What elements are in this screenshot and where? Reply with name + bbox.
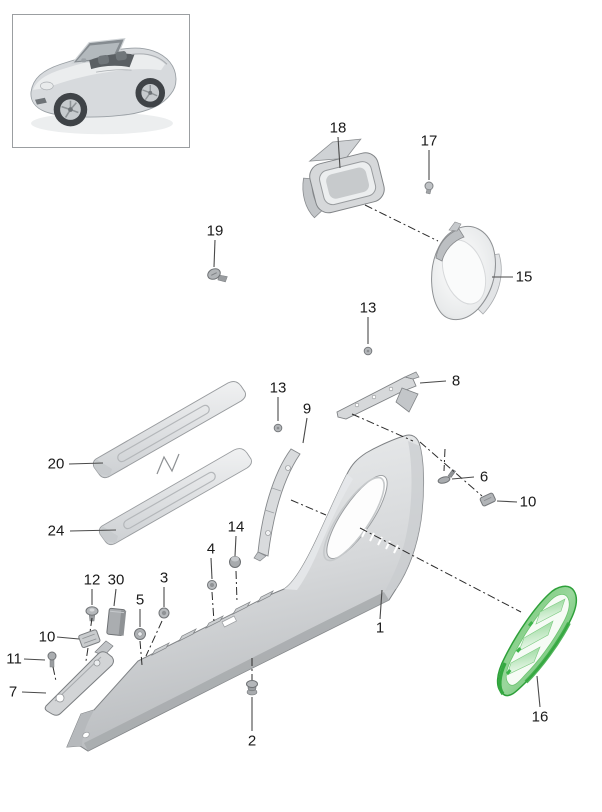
callout-3[interactable]: 3 — [159, 569, 169, 587]
callout-6[interactable]: 6 — [479, 468, 489, 486]
part-6-screw[interactable] — [436, 469, 458, 485]
callout-14[interactable]: 14 — [227, 518, 245, 536]
callout-13[interactable]: 13 — [269, 379, 287, 397]
part-11-screw[interactable] — [47, 651, 57, 668]
part-13-clip-lower[interactable] — [273, 423, 283, 433]
callout-17[interactable]: 17 — [420, 132, 438, 150]
part-15-air-scoop[interactable] — [431, 221, 502, 321]
part-19-screw[interactable] — [206, 265, 229, 288]
callout-1[interactable]: 1 — [375, 619, 385, 637]
callout-10[interactable]: 10 — [519, 493, 537, 511]
part-17-clip[interactable] — [424, 181, 434, 195]
part-30-pad[interactable] — [106, 607, 127, 636]
callout-30[interactable]: 30 — [107, 571, 125, 589]
part-1-side-panel[interactable] — [66, 434, 425, 752]
callout-10[interactable]: 10 — [38, 628, 56, 646]
assembly-connector-lines — [52, 204, 522, 682]
callout-24[interactable]: 24 — [47, 522, 65, 540]
part-10-clip-right[interactable] — [479, 492, 496, 507]
callout-11[interactable]: 11 — [6, 650, 22, 668]
part-13-clip-upper[interactable] — [363, 346, 373, 356]
vehicle-thumbnail — [12, 14, 190, 148]
part-12-screw[interactable] — [85, 606, 99, 622]
part-16-vent-grille-highlighted[interactable] — [496, 585, 578, 697]
part-14-clip[interactable] — [229, 556, 241, 568]
callout-5[interactable]: 5 — [135, 591, 145, 609]
part-10-clip-left[interactable] — [78, 629, 101, 648]
callout-7[interactable]: 7 — [8, 683, 18, 701]
callout-13[interactable]: 13 — [359, 299, 377, 317]
part-7-end-bracket[interactable] — [44, 640, 114, 716]
callout-8[interactable]: 8 — [451, 372, 461, 390]
part-4-screw[interactable] — [207, 580, 217, 590]
part-8-bracket[interactable] — [336, 371, 420, 420]
vehicle-thumbnail-image — [30, 37, 177, 135]
spring-clip-symbol — [156, 453, 180, 475]
callout-15[interactable]: 15 — [515, 268, 533, 286]
callout-16[interactable]: 16 — [531, 708, 549, 726]
part-3-screw[interactable] — [158, 607, 170, 619]
callout-4[interactable]: 4 — [206, 540, 216, 558]
callout-19[interactable]: 19 — [206, 222, 224, 240]
part-5-nut[interactable] — [134, 628, 146, 640]
callout-20[interactable]: 20 — [47, 455, 65, 473]
part-2-grommet[interactable] — [246, 680, 258, 696]
part-18-air-duct[interactable] — [293, 133, 388, 219]
callout-9[interactable]: 9 — [302, 400, 312, 418]
callout-2[interactable]: 2 — [247, 732, 257, 750]
part-9-pillar-strip[interactable] — [253, 448, 301, 562]
callout-18[interactable]: 18 — [329, 119, 347, 137]
callout-leader-lines — [21, 136, 541, 731]
callout-12[interactable]: 12 — [83, 571, 101, 589]
